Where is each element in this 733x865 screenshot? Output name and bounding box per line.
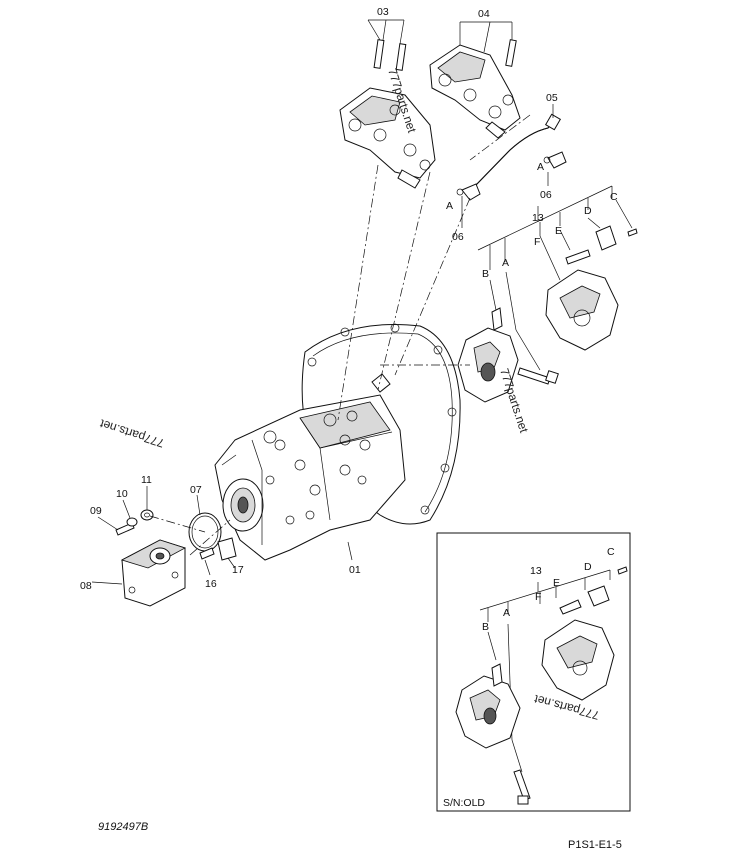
reference-a-lower: A [446, 200, 453, 212]
washer-10 [126, 517, 138, 527]
drawing-number: 9192497B [98, 821, 148, 833]
washer-11 [140, 509, 154, 521]
callout-11: 11 [141, 474, 152, 486]
inset-label-b: B [482, 621, 489, 633]
callout-08: 08 [80, 580, 92, 592]
coupling-bracket-main [477, 185, 633, 371]
pin-c [627, 228, 638, 237]
inset-caption: S/N:OLD [443, 797, 485, 809]
label-d: D [584, 205, 592, 217]
inset-label-a: A [503, 607, 510, 619]
coupling-hub-a [457, 307, 519, 403]
gear-pump-08 [120, 539, 187, 607]
inset-old-serial: 13 B A F E D C 777parts.net S/N:OLD [436, 532, 631, 812]
pipe-05 [475, 113, 562, 186]
callout-16: 16 [205, 578, 217, 590]
inset-label-e: E [553, 577, 560, 589]
gasket-17 [217, 537, 237, 561]
inset-label-d: D [584, 561, 592, 573]
inset-label-f: F [535, 591, 541, 603]
main-pump-body [214, 373, 406, 561]
leader-lines [91, 19, 554, 585]
callout-01: 01 [349, 564, 361, 576]
label-c: C [610, 191, 618, 203]
bolt-a [517, 367, 559, 385]
alignment-lines [149, 114, 531, 556]
callout-17: 17 [232, 564, 244, 576]
block-d [595, 225, 617, 251]
bolt-16 [199, 547, 215, 560]
fitting-06-upper [543, 151, 567, 169]
callout-10: 10 [116, 488, 128, 500]
callout-13: 13 [532, 212, 544, 224]
regulator-04 [429, 39, 521, 139]
coupling-element-f [545, 269, 619, 351]
regulator-03 [339, 39, 436, 189]
callout-06-lower: 06 [452, 231, 464, 243]
label-f: F [534, 236, 540, 248]
label-b: B [482, 268, 489, 280]
watermark-inset: 777parts.net [532, 692, 601, 723]
fitting-06-lower [456, 183, 481, 201]
inset-label-c: C [607, 546, 615, 558]
inset-callout-13: 13 [530, 565, 542, 577]
callout-04: 04 [478, 8, 490, 20]
callout-05: 05 [546, 92, 558, 104]
bolt-e [565, 249, 591, 265]
callout-09: 09 [90, 505, 102, 517]
label-e: E [555, 225, 562, 237]
callout-07: 07 [190, 484, 202, 496]
callout-06-upper: 06 [540, 189, 552, 201]
label-a: A [502, 257, 509, 269]
watermark-left: 777parts.net [98, 416, 166, 450]
page-code: P1S1-E1-5 [568, 839, 622, 851]
callout-03: 03 [377, 6, 389, 18]
reference-a-upper: A [537, 161, 544, 173]
